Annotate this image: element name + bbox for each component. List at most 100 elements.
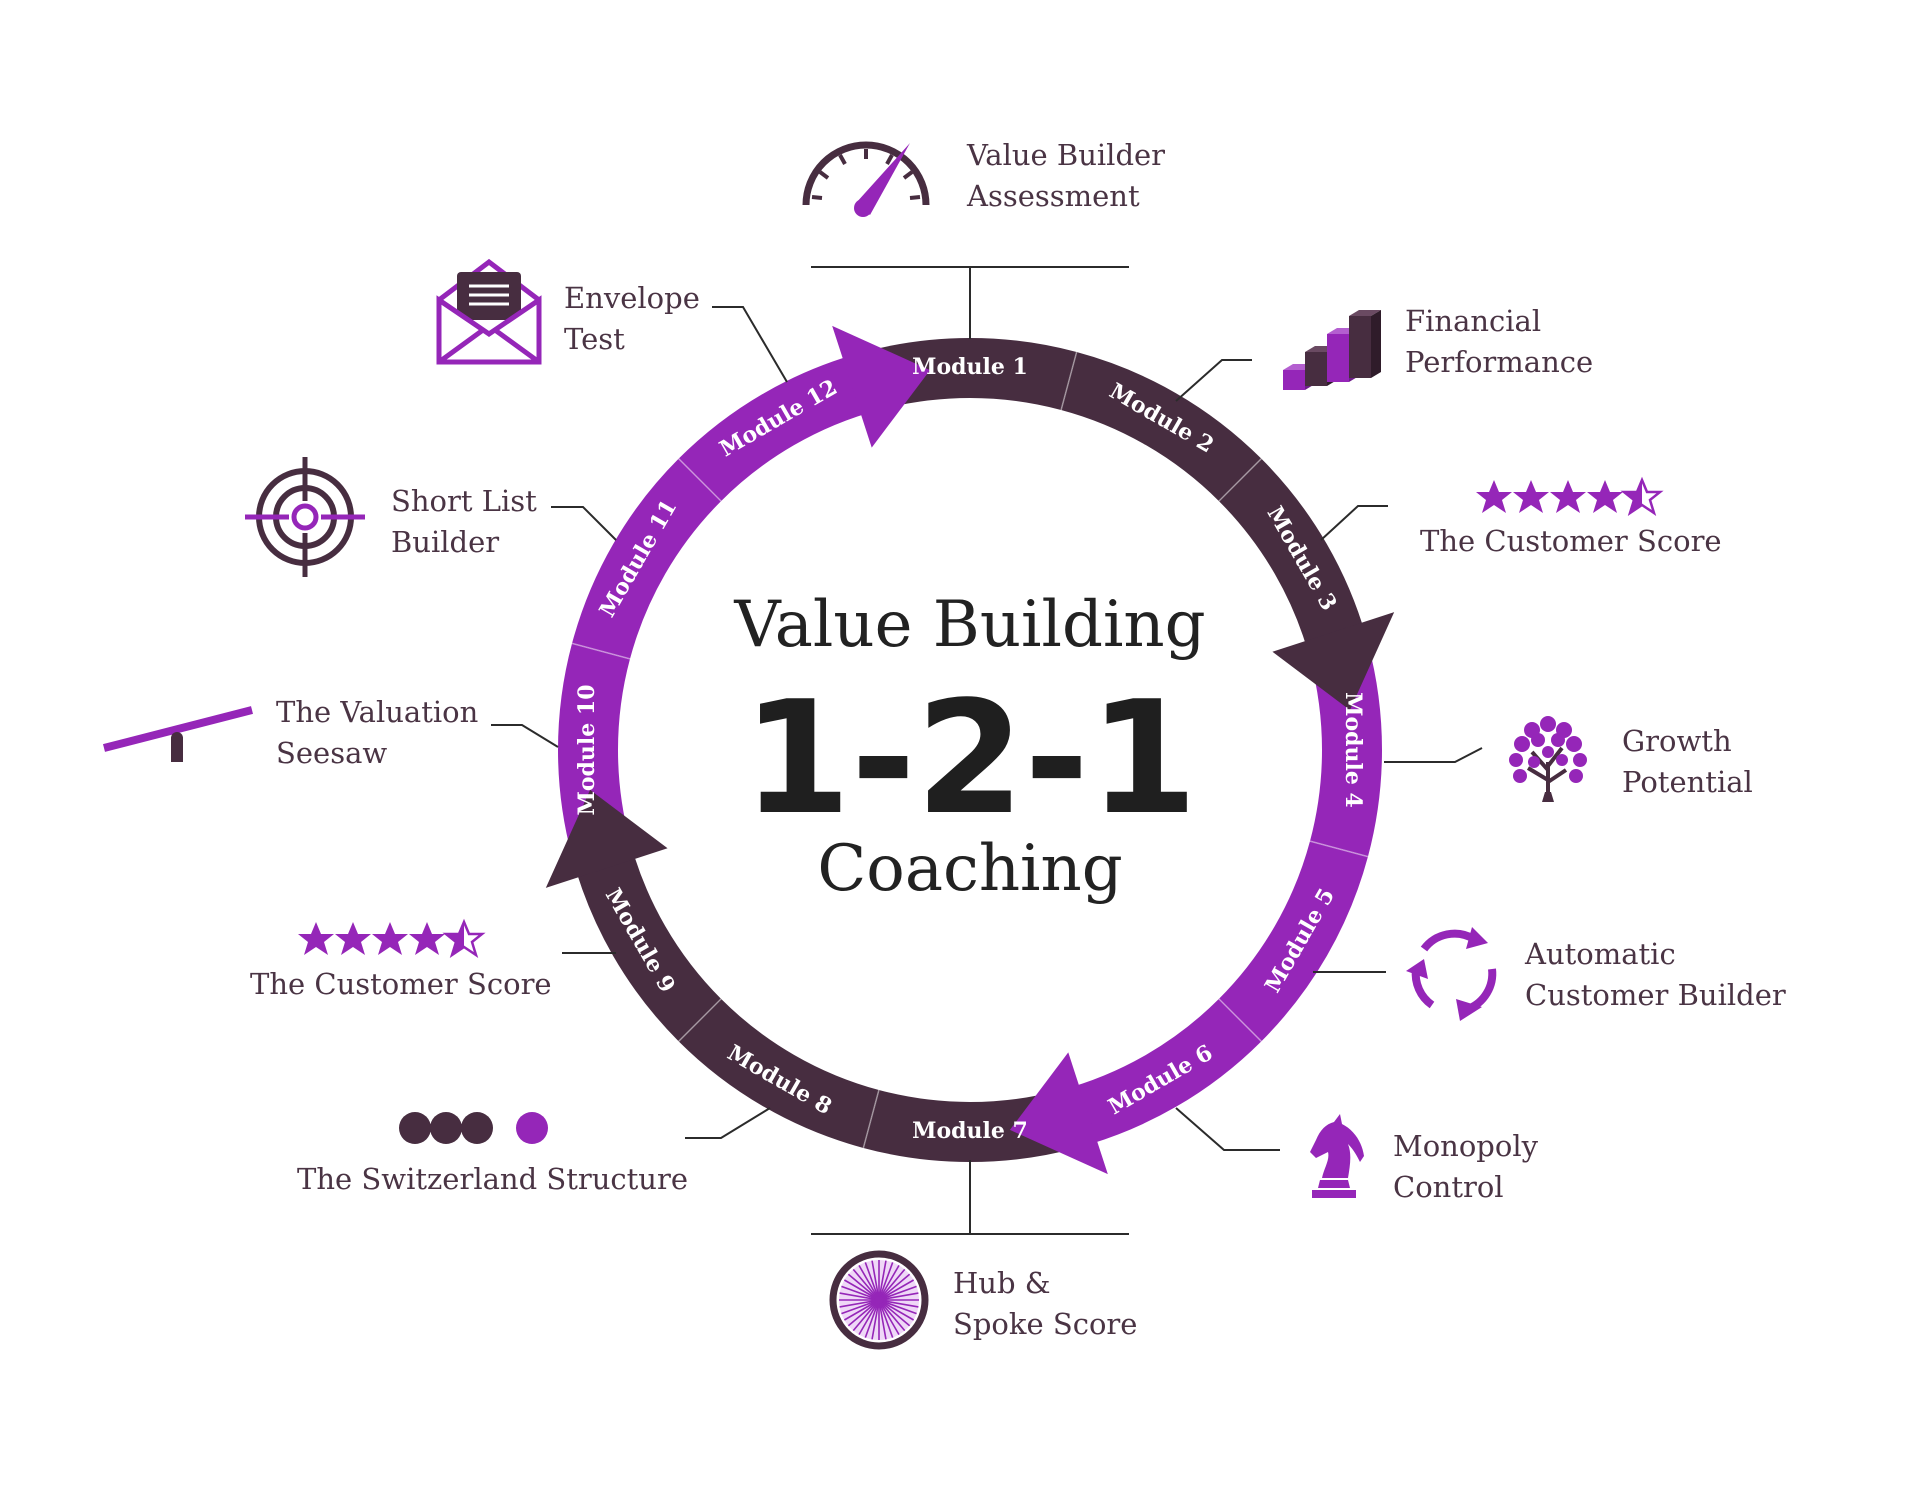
wheel-spoke — [878, 1299, 900, 1336]
item-label-line: The Customer Score — [1420, 524, 1722, 558]
item-label-12: Envelope Test — [564, 281, 700, 356]
star-rating-icon — [298, 918, 486, 958]
wheel-spoke — [852, 1299, 880, 1332]
wheel-spoke — [878, 1299, 917, 1315]
center-title: Value Building — [733, 588, 1205, 662]
module-segment-5 — [1218, 841, 1368, 1042]
item-label-6: Monopoly Control — [1393, 1129, 1539, 1204]
wheel-spoke — [871, 1299, 880, 1340]
wheel-spoke — [841, 1299, 880, 1315]
module-divider — [1218, 458, 1262, 502]
item-label-line: Potential — [1622, 765, 1753, 799]
module-segment-2 — [1061, 352, 1262, 502]
module-segment-8 — [678, 998, 879, 1148]
connector-line-2 — [1175, 359, 1252, 402]
connector-line-4 — [1384, 747, 1483, 763]
connector-line-8 — [685, 1107, 771, 1139]
module-label-4: Module 4 — [1340, 692, 1366, 808]
item-label-line: Control — [1393, 1170, 1504, 1204]
wheel-spoke — [839, 1299, 880, 1308]
connector-lines — [491, 266, 1483, 1235]
module-segment-11 — [572, 458, 722, 659]
module-divider — [1218, 998, 1262, 1042]
module-segment-3 — [1218, 458, 1368, 659]
wheel-spoke — [878, 1292, 919, 1301]
cycle-arrows-icon — [1406, 927, 1497, 1021]
target-icon — [245, 457, 365, 577]
item-label-line: Hub & — [953, 1266, 1051, 1300]
module-segment-4 — [1310, 643, 1382, 857]
wheel-spoke — [878, 1299, 906, 1332]
module-arrow-head — [1272, 612, 1395, 711]
wheel-spoke — [878, 1299, 919, 1308]
item-label-5: Automatic Customer Builder — [1524, 937, 1786, 1012]
wheel-spoke — [847, 1299, 880, 1327]
wheel-spoke — [843, 1299, 880, 1321]
module-segment-6 — [1061, 998, 1262, 1148]
wheel-spoke — [878, 1262, 894, 1301]
module-divider — [1060, 351, 1078, 411]
wheel-spoke — [878, 1285, 917, 1301]
module-arrow-head — [1009, 1052, 1108, 1175]
item-label-10: The Valuation Seesaw — [276, 695, 478, 770]
item-label-3: The Customer Score — [1420, 524, 1722, 558]
item-label-line: Performance — [1405, 345, 1593, 379]
dots-icon — [399, 1112, 548, 1144]
wheel-spoke — [878, 1268, 906, 1301]
item-label-line: Assessment — [966, 179, 1140, 213]
bar-chart-icon — [1283, 310, 1381, 390]
wheel-spoke — [878, 1260, 887, 1301]
wheel-spoke — [878, 1273, 911, 1301]
chess-knight-icon — [1310, 1114, 1364, 1198]
module-divider — [862, 1089, 880, 1149]
item-label-line: Spoke Score — [953, 1307, 1137, 1341]
module-arrow-head — [832, 325, 931, 448]
item-label-line: Value Builder — [966, 138, 1165, 172]
item-label-line: Monopoly — [1393, 1129, 1539, 1163]
module-segment-1 — [863, 338, 1077, 410]
seesaw-icon — [103, 706, 253, 762]
item-label-2: Financial Performance — [1405, 304, 1593, 379]
center-title-block: Value Building 1-2-1 Coaching — [733, 588, 1205, 906]
module-divider — [678, 458, 722, 502]
item-label-line: Test — [564, 322, 625, 356]
item-label-line: Seesaw — [276, 736, 387, 770]
star-rating-icon — [1476, 476, 1664, 516]
wheel-spoke — [858, 1264, 880, 1301]
module-segment-12 — [678, 352, 879, 502]
tree-icon — [1509, 716, 1587, 802]
item-label-line: Envelope — [564, 281, 700, 315]
center-headline: 1-2-1 — [742, 667, 1197, 849]
wheel-spoke — [878, 1299, 915, 1321]
wheel-spoke — [878, 1264, 900, 1301]
speedometer-icon — [802, 141, 930, 217]
item-label-line: Builder — [391, 525, 499, 559]
item-label-line: The Switzerland Structure — [297, 1162, 688, 1196]
wheel-spoke — [843, 1279, 880, 1301]
module-segment-10 — [558, 643, 630, 857]
module-label-10: Module 10 — [574, 684, 600, 815]
module-divider — [1309, 840, 1369, 858]
item-label-7: Hub & Spoke Score — [953, 1266, 1137, 1341]
item-label-line: Financial — [1405, 304, 1541, 338]
wheel-spoke — [878, 1279, 915, 1301]
item-label-1: Value Builder Assessment — [966, 138, 1165, 213]
module-divider — [571, 642, 631, 660]
item-label-line: Automatic — [1524, 937, 1676, 971]
connector-line-6 — [1175, 1107, 1280, 1151]
item-label-4: Growth Potential — [1622, 724, 1753, 799]
module-label-7: Module 7 — [912, 1118, 1028, 1144]
wheel-spoke — [841, 1285, 880, 1301]
wheel-spoke — [847, 1273, 880, 1301]
module-arrow-head — [545, 789, 668, 888]
item-label-8: The Switzerland Structure — [297, 1162, 688, 1196]
item-label-line: The Valuation — [276, 695, 478, 729]
connector-line-10 — [491, 724, 559, 748]
item-label-11: Short List Builder — [391, 484, 537, 559]
item-label-line: Short List — [391, 484, 537, 518]
connector-line-3 — [1320, 505, 1388, 541]
connector-line-11 — [551, 506, 617, 541]
